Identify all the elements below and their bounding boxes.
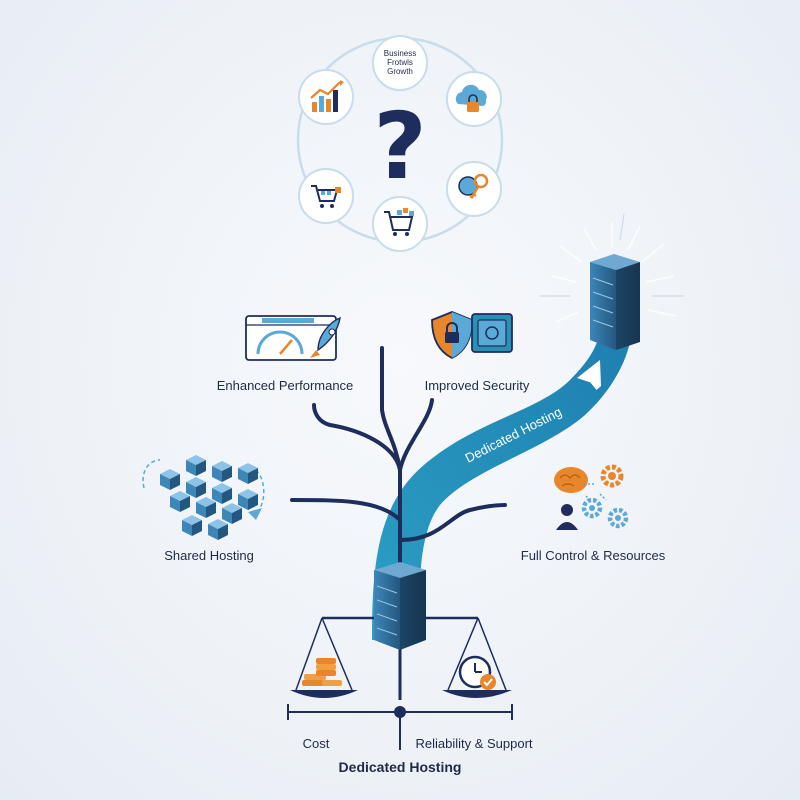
rocket-icon	[310, 316, 341, 358]
cube-icon	[208, 519, 228, 540]
cloud-lock-icon	[446, 71, 502, 127]
gear-icon-blue-bottom	[607, 507, 629, 529]
cube-icon	[186, 477, 206, 498]
cube-icon	[212, 483, 232, 504]
server-rack-center-icon	[374, 562, 426, 650]
enhanced-performance-label: Enhanced Performance	[216, 378, 354, 393]
improved-security-label: Improved Security	[424, 378, 530, 393]
security-shield-icon	[431, 311, 513, 360]
full-control-icon	[554, 464, 629, 530]
cube-icon	[238, 489, 258, 510]
server-rack-top-icon	[540, 213, 684, 350]
safe-icon	[471, 313, 513, 353]
cube-icon	[222, 503, 242, 524]
question-mark-icon: ?	[373, 93, 426, 200]
coins-icon	[302, 658, 342, 686]
cart-blocks-icon	[372, 196, 428, 252]
decision-tree	[290, 346, 507, 574]
shared-hosting-label: Shared Hosting	[164, 548, 254, 563]
gear-icon-blue-top	[581, 497, 603, 519]
gear-icon-orange	[600, 464, 624, 488]
cube-icon	[186, 455, 206, 476]
bottom-title: Dedicated Hosting	[338, 759, 462, 775]
shopping-cart-icon	[298, 168, 354, 224]
brain-icon	[554, 467, 588, 493]
growth-chart-icon	[298, 69, 354, 125]
clock-check-icon	[458, 655, 496, 690]
full-control-label: Full Control & Resources	[520, 548, 666, 563]
cycle-top-node-label: Business Frotwls Growth	[383, 49, 417, 76]
shared-hosting-cubes-icon	[142, 455, 265, 540]
cube-icon	[196, 497, 216, 518]
cube-icon	[212, 461, 232, 482]
user-icon	[556, 504, 578, 530]
cube-icon	[182, 515, 202, 536]
reliability-support-label: Reliability & Support	[415, 736, 533, 751]
cycle-diagram: ?	[296, 35, 504, 252]
cube-icon	[160, 469, 180, 490]
cube-icon	[170, 491, 190, 512]
key-lock-icon	[446, 161, 502, 217]
performance-gauge-icon	[245, 315, 341, 361]
cube-icon	[238, 463, 258, 484]
cost-label: Cost	[302, 736, 330, 751]
cycle-node-growth	[372, 35, 428, 91]
